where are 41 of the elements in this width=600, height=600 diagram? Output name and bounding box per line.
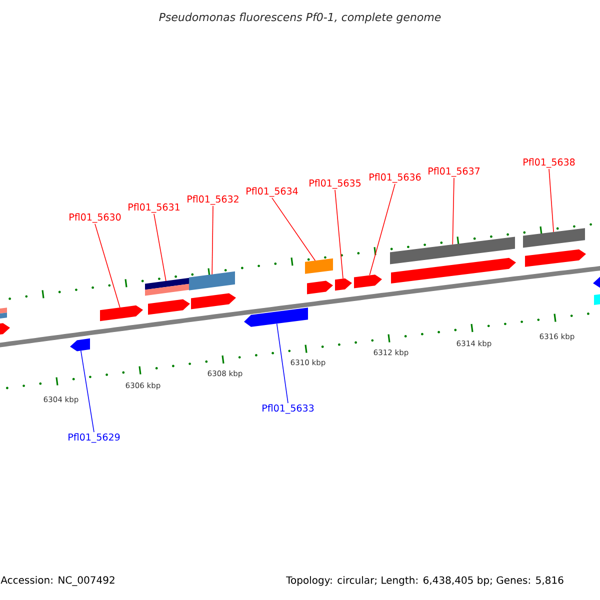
gene-block: [525, 249, 586, 267]
gene-block: [70, 338, 90, 352]
gene-block: [391, 258, 516, 284]
leader-line: [80, 350, 94, 432]
leader-line: [452, 178, 454, 245]
gene-block: [354, 274, 382, 288]
gene-block: [307, 280, 333, 294]
gene-bar: [0, 308, 7, 320]
gene-block: [0, 323, 10, 336]
leader-line: [369, 184, 396, 276]
gene-label: Pfl01_5636: [370, 173, 421, 183]
leader-line: [212, 206, 214, 275]
gene-bar: [390, 236, 515, 264]
gene-block: [100, 305, 143, 322]
gene-label: Pfl01_5635: [310, 179, 361, 189]
gene-block: [593, 275, 600, 288]
gene-label: Pfl01_5632: [188, 195, 238, 205]
leader-line: [334, 190, 344, 279]
footer-text: Accession: NC_007492: [0, 576, 114, 586]
gene-bar: [189, 271, 235, 290]
leader-line: [548, 168, 554, 232]
gene-block: [191, 293, 236, 310]
gene-label: Pfl01_5633: [262, 404, 314, 414]
gene-label: Pfl01_5630: [70, 213, 121, 223]
leader-line: [272, 198, 316, 262]
gene-bar: [523, 228, 585, 248]
footer-text: Topology: circular; Length: 6,438,405 bp; Genes: 5,816: [286, 576, 564, 586]
gene-bar: [305, 258, 333, 274]
gene-label: Pfl01_5631: [128, 203, 180, 213]
leader-line: [94, 224, 120, 308]
gene-block: [244, 308, 308, 327]
gene-block: [148, 299, 190, 315]
gene-bar: [145, 278, 189, 296]
leader-line: [276, 323, 288, 404]
gene-block: [335, 278, 352, 291]
title: Pseudomonas fluorescens Pf0-1, complete genome: [159, 12, 441, 24]
gene-label: Pfl01_5637: [428, 167, 480, 177]
gene-label: Pfl01_5638: [524, 158, 575, 168]
gene-label: Pfl01_5634: [246, 187, 298, 197]
gene-bar: [594, 292, 600, 305]
gene-label: Pfl01_5629: [68, 433, 120, 443]
